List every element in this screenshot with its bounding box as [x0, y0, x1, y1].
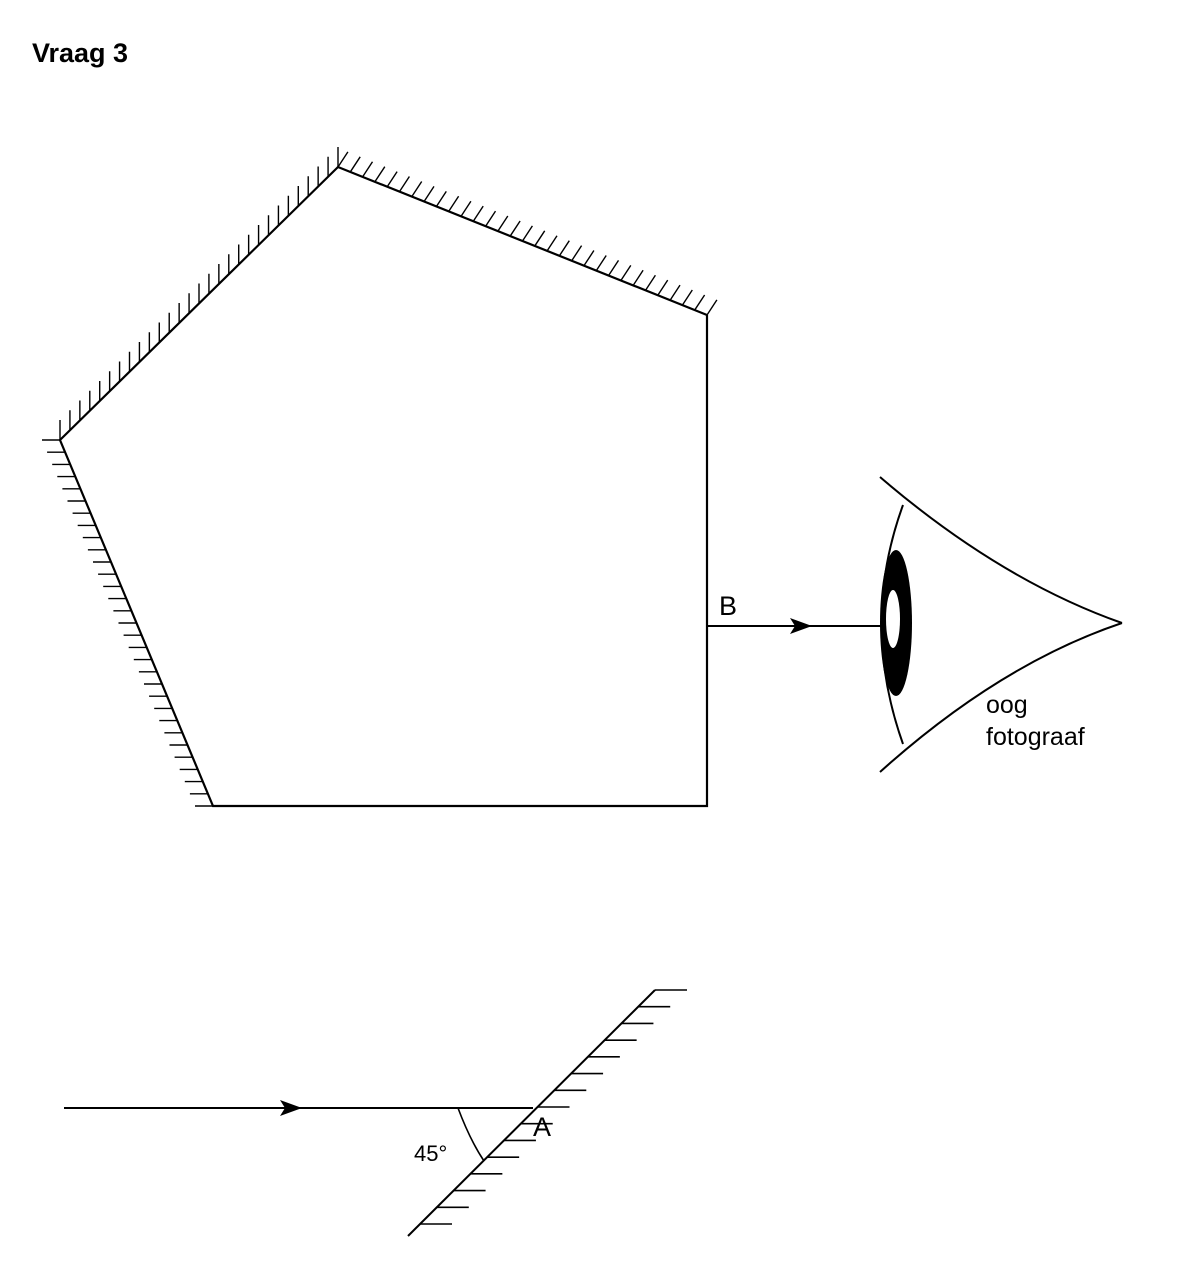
hatch-tick — [681, 289, 693, 306]
hatch-tick — [362, 161, 374, 178]
lower-mirror-surface — [407, 989, 656, 1237]
hatch-tick — [571, 245, 583, 262]
hatch-tick — [706, 299, 718, 316]
question-title: Vraag 3 — [32, 38, 128, 68]
hatch-tick — [386, 171, 398, 188]
hatch-tick — [349, 156, 361, 173]
eye-label-line2: fotograaf — [986, 723, 1085, 751]
mirror-hatching-upper-left — [59, 147, 339, 440]
eye-upper-lid — [879, 476, 1123, 624]
hatch-tick — [423, 186, 435, 202]
angle-arc — [457, 1107, 485, 1162]
lower-mirror-hatching — [420, 989, 687, 1225]
hatch-tick — [657, 279, 669, 296]
outgoing-ray-arrowhead — [790, 618, 812, 634]
eye-pupil — [886, 590, 900, 648]
hatch-tick — [694, 294, 706, 311]
eye-icon — [879, 476, 1123, 773]
hatch-tick — [374, 166, 386, 183]
hatch-tick — [595, 255, 607, 271]
point-b-label: B — [719, 591, 737, 621]
hatch-tick — [644, 274, 656, 291]
hatch-tick — [497, 215, 509, 232]
eye-lower-lid — [879, 622, 1123, 773]
hatch-tick — [411, 181, 423, 197]
hatch-tick — [608, 260, 620, 276]
eye-label-line1: oog — [986, 691, 1028, 719]
mirror-hatching-lower-left — [42, 439, 213, 807]
hatch-tick — [337, 151, 349, 168]
hatch-tick — [632, 269, 644, 286]
hatch-tick — [583, 250, 595, 267]
hatch-tick — [669, 284, 681, 301]
hatch-tick — [485, 210, 497, 227]
hatch-tick — [509, 220, 521, 237]
hatch-tick — [448, 195, 460, 212]
hatch-tick — [460, 200, 472, 217]
hatch-tick — [534, 230, 546, 247]
angle-label: 45° — [414, 1141, 447, 1166]
hatch-tick — [521, 225, 533, 242]
lower-mirror — [407, 989, 687, 1237]
hatch-tick — [398, 176, 410, 193]
incoming-ray-arrowhead — [280, 1100, 302, 1116]
point-a-label: A — [533, 1112, 551, 1142]
mirror-hatching-top-right — [337, 151, 718, 316]
hatch-tick — [472, 205, 484, 222]
hatch-tick — [546, 235, 558, 252]
mirror-enclosure — [42, 147, 718, 808]
hatch-tick — [620, 264, 632, 281]
hatch-tick — [435, 190, 447, 207]
hatch-tick — [558, 240, 570, 257]
enclosure-outline — [58, 165, 709, 808]
